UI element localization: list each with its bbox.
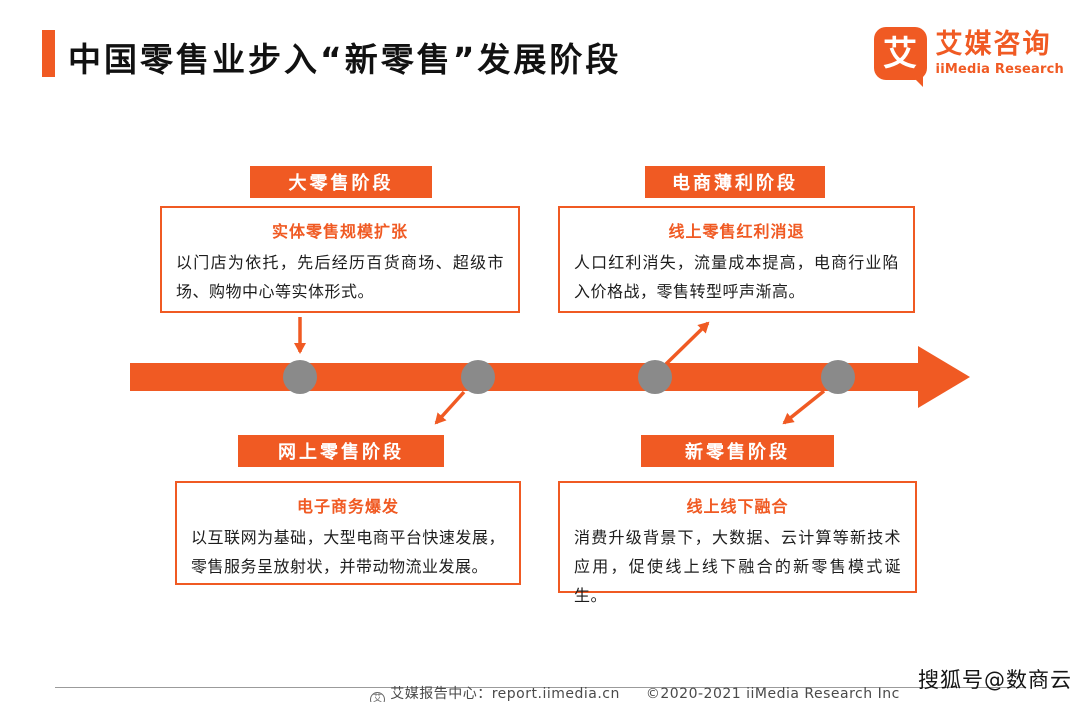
stage-card-title: 实体零售规模扩张: [271, 222, 408, 241]
iimedia-footer-icon-glyph: 艾: [372, 694, 383, 702]
stage-label-top-right: 电商薄利阶段: [645, 166, 825, 198]
iimedia-logo-glyph: 艾: [883, 33, 918, 74]
stage-card-body: 以门店为依托，先后经历百货商场、超级市场、购物中心等实体形式。: [176, 253, 504, 301]
stage-label-bottom-right: 新零售阶段: [641, 435, 834, 467]
stage-label-bottom-left: 网上零售阶段: [238, 435, 444, 467]
timeline-node-4: [821, 360, 855, 394]
page-title: 中国零售业步入“新零售”发展阶段: [68, 40, 622, 79]
stage-card-bottom-left: 电子商务爆发 以互联网为基础，大型电商平台快速发展，零售服务呈放射状，并带动物流…: [175, 481, 521, 585]
stage-card-top-left: 实体零售规模扩张 以门店为依托，先后经历百货商场、超级市场、购物中心等实体形式。: [160, 206, 520, 313]
connector-arrow-3: [664, 321, 710, 366]
logo-name-cn: 艾媒咨询: [935, 28, 1052, 60]
iimedia-logo-icon: 艾: [873, 27, 927, 87]
stage-card-body: 消费升级背景下，大数据、云计算等新技术应用，促使线上线下融合的新零售模式诞生。: [574, 528, 901, 605]
stage-card-top-right: 线上零售红利消退 人口红利消失，流量成本提高，电商行业陷入价格战，零售转型呼声渐…: [558, 206, 915, 313]
stage-card-bottom-right: 线上线下融合 消费升级背景下，大数据、云计算等新技术应用，促使线上线下融合的新零…: [558, 481, 917, 605]
logo-name-en: iiMedia Research: [935, 62, 1064, 78]
stage-label-text: 大零售阶段: [288, 173, 394, 194]
footer-divider: [55, 687, 1025, 688]
footer: 艾 艾媒报告中心：report.iimedia.cn ©2020-2021 iiM…: [0, 683, 1080, 702]
title-accent-bar: [42, 30, 55, 77]
stage-card-title: 线上线下融合: [686, 497, 789, 516]
stage-label-top-left: 大零售阶段: [250, 166, 432, 198]
timeline-bar: [130, 363, 920, 391]
timeline-arrowhead-icon: [918, 346, 970, 408]
stage-label-text: 电商薄利阶段: [672, 173, 798, 194]
watermark-sohu: 搜狐号@数商云: [918, 668, 1072, 692]
iimedia-footer-icon: 艾: [370, 692, 386, 702]
stage-label-text: 网上零售阶段: [278, 442, 404, 463]
connector-arrow-4: [782, 389, 826, 425]
connector-arrow-2: [434, 390, 466, 425]
timeline-node-3: [638, 360, 672, 394]
iimedia-logo-text: 艾媒咨询 iiMedia Research: [935, 28, 1064, 78]
stage-card-body: 以互联网为基础，大型电商平台快速发展，零售服务呈放射状，并带动物流业发展。: [191, 528, 505, 576]
stage-card-title: 电子商务爆发: [296, 497, 399, 516]
footer-report-center: 艾媒报告中心：report.iimedia.cn: [390, 686, 620, 702]
timeline-node-1: [283, 360, 317, 394]
stage-card-body: 人口红利消失，流量成本提高，电商行业陷入价格战，零售转型呼声渐高。: [574, 253, 899, 301]
footer-copyright: ©2020-2021 iiMedia Research Inc: [645, 686, 900, 702]
stage-label-text: 新零售阶段: [685, 442, 790, 463]
iimedia-logo: 艾 艾媒咨询 iiMedia Research: [873, 27, 1064, 87]
stage-card-title: 线上零售红利消退: [668, 222, 805, 241]
timeline-node-2: [461, 360, 495, 394]
